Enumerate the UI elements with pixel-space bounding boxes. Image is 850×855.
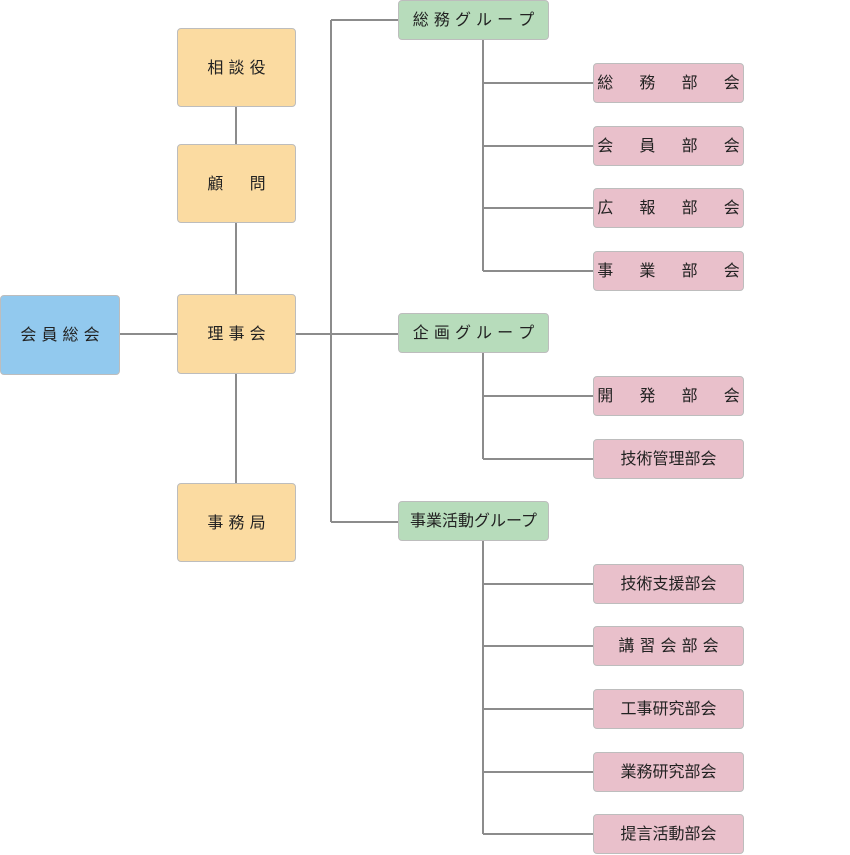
node-label: 顧 問 <box>207 173 266 193</box>
node-label: 技術管理部会 <box>620 449 717 468</box>
node-dept-gyoumu-kenkyuu: 業務研究部会 <box>593 752 744 792</box>
node-advisor: 相 談 役 <box>177 28 296 107</box>
node-label: 理 事 会 <box>207 324 266 343</box>
node-dept-kaiin: 会 員 部 会 <box>593 126 744 166</box>
node-label: 事業活動グループ <box>409 511 538 530</box>
node-general-meeting: 会 員 総 会 <box>0 295 120 375</box>
node-dept-gijutsu-shien: 技術支援部会 <box>593 564 744 604</box>
node-label: 開 発 部 会 <box>597 386 740 405</box>
node-label: 工事研究部会 <box>620 699 717 718</box>
node-label: 会 員 部 会 <box>597 136 740 155</box>
node-dept-kouhou: 広 報 部 会 <box>593 188 744 228</box>
node-group-soumu: 総 務 グ ル ー プ <box>398 0 549 40</box>
node-label: 事 業 部 会 <box>597 261 740 280</box>
node-label: 企 画 グ ル ー プ <box>412 323 535 342</box>
node-label: 業務研究部会 <box>620 762 717 781</box>
node-label: 事 務 局 <box>207 512 266 532</box>
node-counselor: 顧 問 <box>177 144 296 223</box>
node-label: 技術支援部会 <box>620 574 717 593</box>
node-dept-kaihatsu: 開 発 部 会 <box>593 376 744 416</box>
node-label: 提言活動部会 <box>620 824 717 843</box>
node-dept-teigen: 提言活動部会 <box>593 814 744 854</box>
node-label: 総 務 部 会 <box>597 73 740 92</box>
node-label: 総 務 グ ル ー プ <box>412 10 535 29</box>
node-dept-soumu: 総 務 部 会 <box>593 63 744 103</box>
node-group-jigyou: 事業活動グループ <box>398 501 549 541</box>
node-group-kikaku: 企 画 グ ル ー プ <box>398 313 549 353</box>
node-dept-gijutsu-kanri: 技術管理部会 <box>593 439 744 479</box>
node-dept-koushuukai: 講 習 会 部 会 <box>593 626 744 666</box>
node-label: 相 談 役 <box>207 57 266 77</box>
node-dept-kouji-kenkyuu: 工事研究部会 <box>593 689 744 729</box>
node-label: 講 習 会 部 会 <box>618 636 719 655</box>
node-label: 広 報 部 会 <box>597 198 740 217</box>
node-label: 会 員 総 会 <box>20 325 100 344</box>
node-board: 理 事 会 <box>177 294 296 374</box>
node-dept-jigyou: 事 業 部 会 <box>593 251 744 291</box>
node-secretariat: 事 務 局 <box>177 483 296 562</box>
